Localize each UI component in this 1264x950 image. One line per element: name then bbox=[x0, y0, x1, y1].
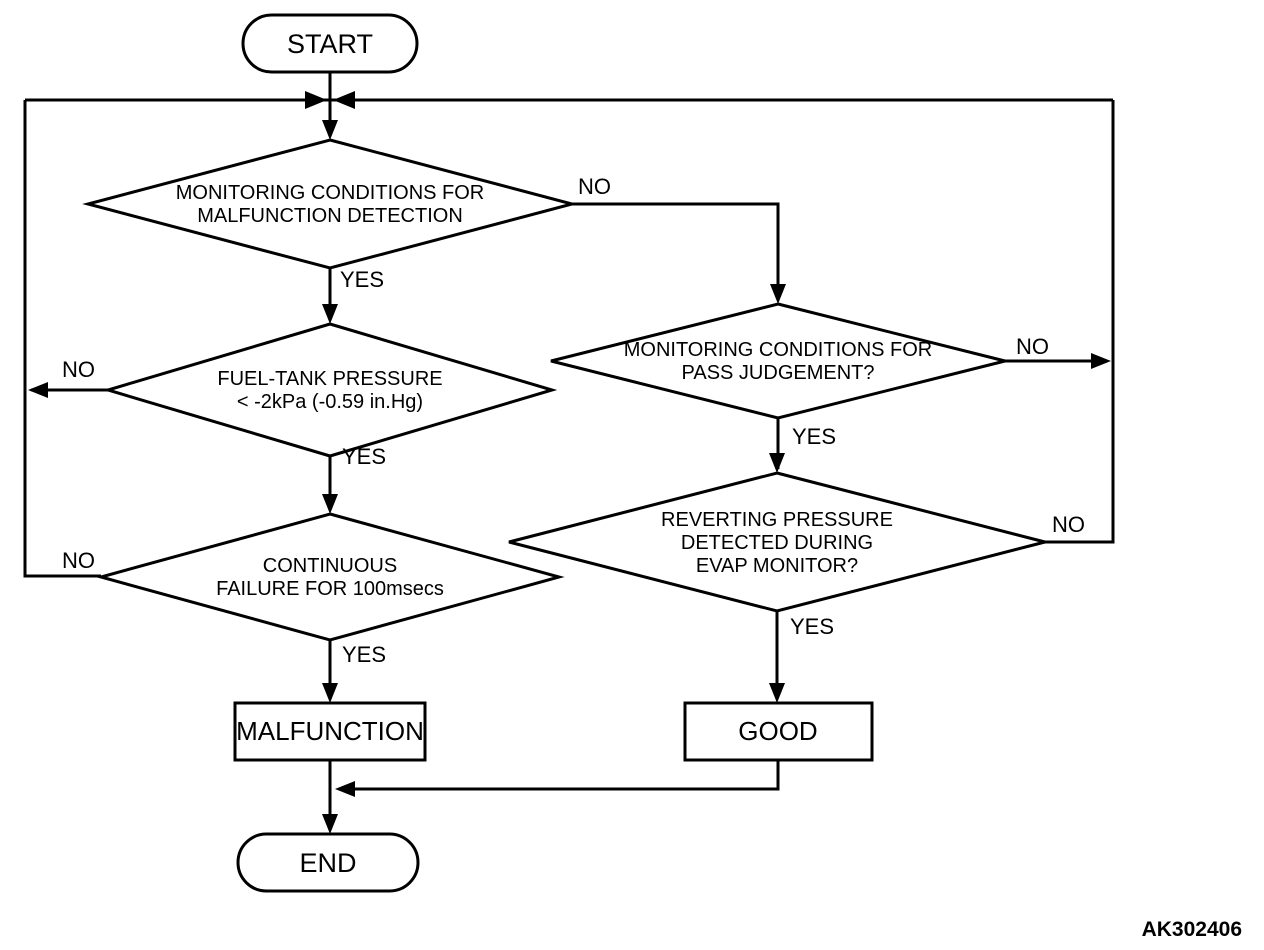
end-label: END bbox=[299, 848, 356, 878]
arrowhead-into-d2r bbox=[770, 284, 786, 304]
edge-right-return-rail bbox=[1045, 100, 1115, 544]
arrowhead-junction-from-right bbox=[333, 91, 355, 109]
d2r-no-label: NO bbox=[1016, 334, 1049, 359]
arrowhead-into-good bbox=[769, 683, 785, 703]
d2r-line2: PASS JUDGEMENT? bbox=[682, 362, 875, 384]
good-label: GOOD bbox=[738, 716, 817, 746]
d1-line1: MONITORING CONDITIONS FOR bbox=[176, 182, 485, 204]
d2l-line2: < -2kPa (-0.59 in.Hg) bbox=[237, 391, 423, 413]
d3r-line1: REVERTING PRESSURE bbox=[661, 509, 893, 531]
decision-fuel-tank-pressure bbox=[102, 322, 558, 458]
decision-monitoring-pass-judgement bbox=[550, 302, 1006, 420]
d2l-line1: FUEL-TANK PRESSURE bbox=[217, 368, 442, 390]
d3l-no-label: NO bbox=[62, 548, 95, 573]
edge-d1-no bbox=[572, 202, 780, 300]
arrowhead-into-d1 bbox=[322, 120, 338, 140]
d1-line2: MALFUNCTION DETECTION bbox=[197, 205, 463, 227]
decision-monitoring-malfunction bbox=[82, 138, 578, 270]
d1-no-label: NO bbox=[578, 174, 611, 199]
d3r-yes-label: YES bbox=[790, 614, 834, 639]
d3r-no-label: NO bbox=[1052, 512, 1085, 537]
d3l-line1: CONTINUOUS bbox=[263, 555, 397, 577]
arrowhead-into-d3r bbox=[769, 453, 785, 473]
start-label: START bbox=[287, 29, 373, 59]
figure-code: AK302406 bbox=[1142, 918, 1242, 941]
d3l-yes-label: YES bbox=[342, 642, 386, 667]
arrowhead-d2r-no-into-rail bbox=[1091, 353, 1111, 369]
start-terminator bbox=[241, 13, 419, 74]
arrowhead-good-merge bbox=[335, 781, 355, 797]
decision-continuous-failure bbox=[95, 512, 565, 642]
d2l-yes-label: YES bbox=[342, 444, 386, 469]
arrowhead-junction-from-left bbox=[305, 91, 327, 109]
end-terminator bbox=[236, 832, 420, 893]
process-malfunction bbox=[233, 701, 427, 762]
d1-yes-label: YES bbox=[340, 267, 384, 292]
edge-left-return-rail bbox=[23, 100, 101, 578]
arrowhead-d2l-no-into-rail bbox=[28, 382, 48, 398]
edge-good-merge bbox=[339, 760, 780, 791]
process-good bbox=[683, 701, 874, 762]
arrowhead-into-end bbox=[322, 814, 338, 834]
d3r-line2: DETECTED DURING bbox=[681, 532, 873, 554]
d2r-line1: MONITORING CONDITIONS FOR bbox=[624, 339, 933, 361]
arrowhead-into-d3l bbox=[322, 494, 338, 514]
arrowhead-into-malfunction bbox=[322, 683, 338, 703]
d2l-no-label: NO bbox=[62, 357, 95, 382]
malfunction-label: MALFUNCTION bbox=[236, 716, 424, 746]
d3l-line2: FAILURE FOR 100msecs bbox=[216, 578, 444, 600]
decision-reverting-pressure bbox=[508, 471, 1046, 613]
d2r-yes-label: YES bbox=[792, 424, 836, 449]
arrowhead-into-d2l bbox=[322, 304, 338, 324]
d3r-line3: EVAP MONITOR? bbox=[696, 555, 858, 577]
